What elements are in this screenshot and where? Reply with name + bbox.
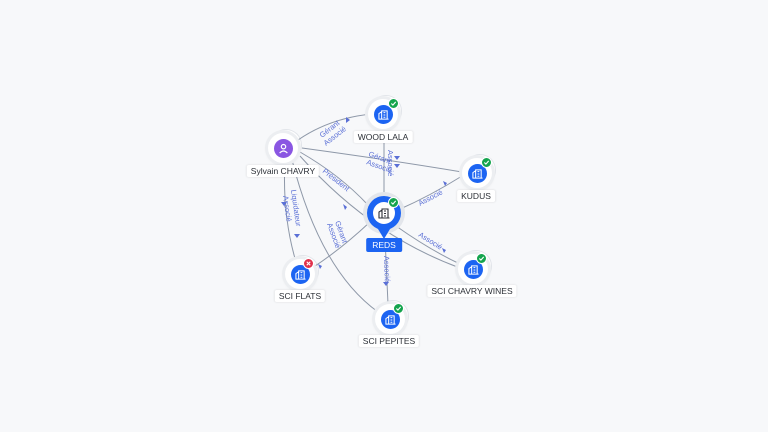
arrow-icon	[346, 117, 350, 123]
edge-reds-wines	[395, 225, 461, 265]
node-label: SCI PEPITES	[358, 335, 420, 347]
check-icon	[393, 303, 404, 314]
node-label: REDS	[366, 238, 402, 252]
arrow-icon	[343, 204, 347, 210]
edge-sylvain-pepites	[291, 159, 379, 313]
edge-sylvain-reds	[299, 151, 369, 206]
edge-label: Associé	[386, 150, 395, 176]
check-icon	[481, 157, 492, 168]
edge-label: Associé	[281, 195, 294, 222]
arrow-icon	[443, 181, 447, 186]
building-icon	[294, 269, 306, 280]
edge-reds-flats	[311, 221, 371, 269]
person-icon	[278, 143, 288, 154]
edge-label: Président	[321, 166, 352, 193]
node-label: Sylvain CHAVRY	[246, 165, 320, 177]
cross-icon	[303, 258, 314, 269]
arrow-icon	[394, 164, 400, 168]
check-icon	[388, 98, 399, 109]
node-label: SCI FLATS	[274, 290, 326, 302]
check-icon	[476, 253, 487, 264]
edge-label: Associé	[382, 256, 392, 283]
building-icon	[377, 109, 389, 120]
node-label: KUDUS	[457, 190, 495, 202]
building-icon	[378, 208, 390, 219]
check-icon	[388, 197, 399, 208]
building-icon	[467, 264, 479, 275]
edge-label: Associé	[417, 187, 444, 207]
edge-sylvain-kudus	[301, 147, 463, 173]
edge-reds-kudus	[397, 175, 463, 211]
edge-sylvain-wood	[297, 113, 373, 141]
node-label: SCI CHAVRY WINES	[427, 285, 517, 297]
arrow-icon	[281, 202, 287, 206]
arrow-icon	[383, 282, 389, 286]
building-icon	[471, 168, 483, 179]
node-label: WOOD LALA	[353, 131, 413, 143]
arrow-icon	[442, 248, 446, 253]
arrow-icon	[294, 234, 300, 238]
arrow-icon	[394, 156, 400, 160]
arrow-icon	[318, 264, 322, 269]
building-icon	[384, 314, 396, 325]
